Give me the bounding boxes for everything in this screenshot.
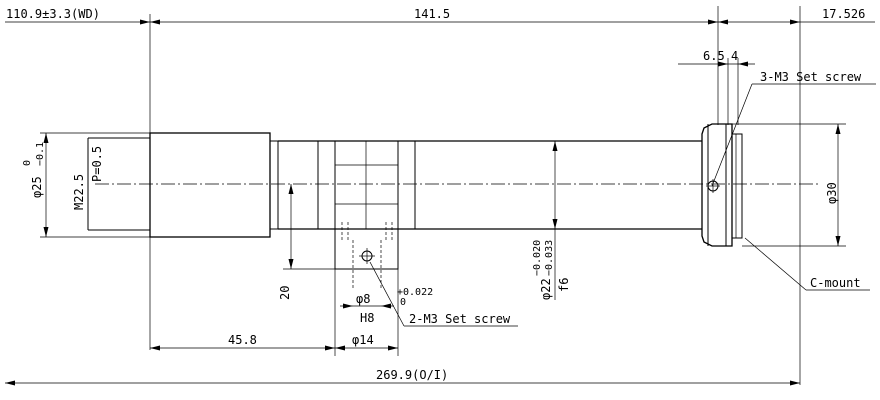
callout-set-screw-2: 2-M3 Set screw: [409, 312, 511, 326]
dim-body-length: 141.5: [414, 7, 450, 21]
dim-65: 6.5: [703, 49, 725, 63]
arrow-phi22-bottom: [552, 219, 558, 229]
arrow-phi25-bottom: [43, 227, 49, 237]
arrow-body-right: [708, 19, 718, 25]
dim-hole-tol: +0.022: [397, 287, 433, 298]
rear-ring: [701, 123, 733, 247]
dim-front-tol-lower: −0.1: [35, 142, 46, 166]
dim-offset-458: 45.8: [228, 333, 257, 347]
dim-thread: M22.5: [72, 174, 86, 210]
dim-rear-dia: φ30: [825, 182, 839, 204]
dim-hole-tol-zero: 0: [400, 297, 406, 308]
dim-front-dia: φ25: [30, 176, 44, 198]
arrow-458-right: [325, 345, 335, 351]
dim-boss-dia: φ14: [352, 333, 374, 347]
arrow-phi30-top: [835, 124, 841, 134]
dim-hole-dia: φ8: [356, 292, 370, 306]
arrow-mount-left: [718, 19, 728, 25]
callout-set-screw-3: 3-M3 Set screw: [760, 70, 862, 84]
arrow-458-left: [150, 345, 160, 351]
dim-total: 269.9(O/I): [376, 368, 448, 382]
c-mount-thread: [731, 133, 743, 239]
arrow-total-left: [5, 380, 15, 386]
arrow-4: [738, 61, 748, 67]
front-barrel: [149, 132, 271, 238]
arrow-total-right: [790, 380, 800, 386]
arrow-phi8-left: [343, 303, 353, 309]
dim-thread-pitch: P=0.5: [90, 146, 104, 182]
arrow-20-bottom: [288, 259, 294, 269]
mount-boss: [334, 228, 399, 270]
dim-front-tol-upper: 0: [22, 160, 33, 166]
dim-4: 4: [731, 49, 738, 63]
dim-tube-dia: φ22: [539, 278, 553, 300]
leader-c-mount: [744, 237, 807, 291]
dim-mount-length: 17.526: [822, 7, 865, 21]
arrow-phi22-top: [552, 141, 558, 151]
callout-c-mount: C-mount: [810, 276, 861, 290]
arrow-phi8-right: [381, 303, 391, 309]
dim-hole-fit: H8: [360, 311, 374, 325]
dim-wd: 110.9±3.3(WD): [6, 7, 100, 21]
dim-height-20: 20: [278, 286, 292, 300]
arrow-wd: [140, 19, 150, 25]
arrow-20-top: [288, 184, 294, 194]
arrow-phi14-left: [335, 345, 345, 351]
arrow-phi14-right: [388, 345, 398, 351]
arrow-body-left: [150, 19, 160, 25]
arrow-65: [718, 61, 728, 67]
arrow-phi30-bottom: [835, 236, 841, 246]
dim-tube-fit: f6: [557, 278, 571, 292]
dim-tube-tol-upper: −0.020: [532, 240, 543, 276]
arrow-mount-right: [790, 19, 800, 25]
dim-tube-tol-lower: −0.033: [544, 240, 555, 276]
arrow-phi25-top: [43, 133, 49, 143]
